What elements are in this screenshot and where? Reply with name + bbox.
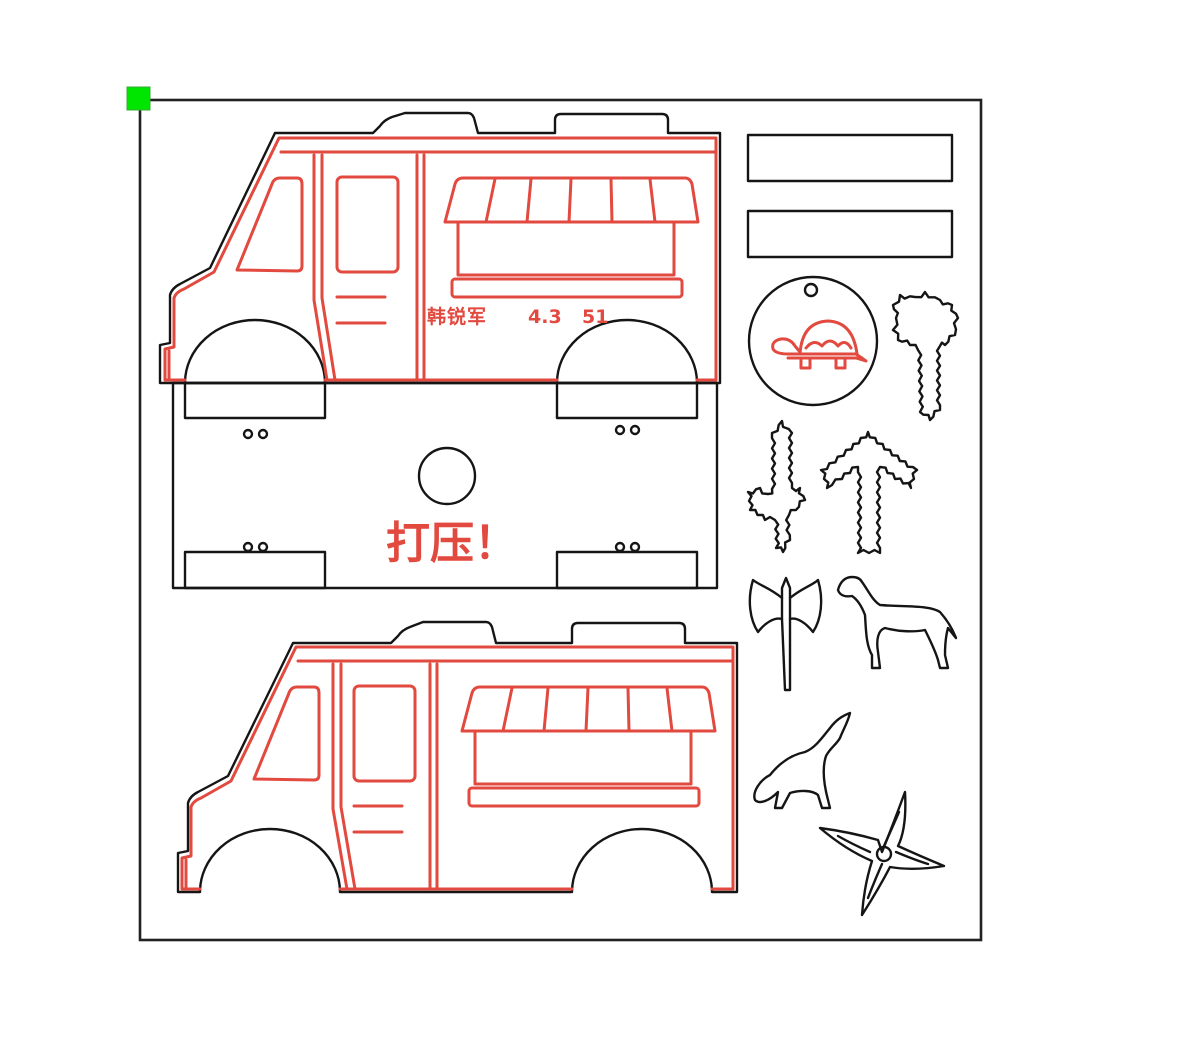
- truck-code-a-label: 4.3: [528, 306, 562, 328]
- door-window: [352, 684, 417, 783]
- door-edge-inner: [320, 153, 337, 382]
- awning-divider-5: [665, 686, 674, 733]
- awning-divider-5: [648, 177, 657, 224]
- awning-divider-1: [501, 686, 514, 733]
- turtle-head: [771, 337, 802, 356]
- name-bar-upper[interactable]: [746, 133, 954, 183]
- shuriken-icon[interactable]: [818, 790, 946, 917]
- axle-hole: [257, 428, 269, 440]
- dog-icon[interactable]: [836, 575, 958, 670]
- turtle-leg-rear: [834, 356, 847, 370]
- axe-blade-left: [748, 578, 784, 634]
- howling-wolf-icon[interactable]: [753, 711, 852, 810]
- shuriken-inner-outline: [836, 810, 930, 900]
- shuriken-outline: [818, 790, 946, 917]
- food-truck-base-plate[interactable]: 打压！: [171, 381, 719, 590]
- wheel-slot-rear-bottom: [555, 550, 699, 590]
- wheel-slot-rear-top: [555, 381, 699, 420]
- serving-window: [473, 729, 693, 786]
- awning-divider-3: [584, 686, 590, 733]
- axle-hole: [614, 541, 626, 553]
- axle-hole: [242, 541, 254, 553]
- turtle-tail: [854, 352, 868, 363]
- door-edge-inner: [339, 662, 357, 891]
- truck-name-label: 韩锐军: [427, 305, 487, 328]
- work-area-frame: [138, 98, 983, 942]
- wheel-arch-rear: [555, 318, 699, 385]
- truck-top-outline: [158, 111, 722, 385]
- wheel-arch-front: [183, 318, 327, 385]
- serving-window: [456, 220, 676, 277]
- battle-axe-icon[interactable]: [748, 576, 823, 692]
- wheel-slot-front-bottom: [183, 550, 327, 590]
- base-plate-outline: [171, 381, 719, 590]
- awning-divider-2: [542, 686, 550, 733]
- awning-divider-4: [626, 686, 631, 733]
- door-edge-outer: [331, 662, 349, 891]
- axe-spike: [780, 576, 792, 600]
- door-edge-outer: [312, 153, 329, 382]
- shuriken-center-hole: [875, 845, 893, 863]
- awning: [460, 685, 717, 733]
- turtle-keychain[interactable]: [747, 275, 879, 407]
- wheel-slot-front-top: [183, 381, 327, 420]
- awning-divider-4: [609, 177, 614, 224]
- center-hole: [417, 446, 477, 506]
- windshield: [252, 685, 321, 782]
- axe-handle: [780, 617, 792, 692]
- name-bar-lower[interactable]: [746, 209, 954, 259]
- pixel-hammer-icon[interactable]: [891, 290, 960, 422]
- body-contour: [163, 136, 718, 382]
- turtle-icon: [771, 319, 868, 370]
- turtle-shell: [798, 319, 859, 356]
- awning-divider-1: [484, 177, 497, 224]
- origin-handle[interactable]: [126, 86, 151, 111]
- turtle-leg-front: [799, 356, 812, 370]
- base-slogan-label: 打压！: [386, 518, 518, 569]
- body-contour: [180, 645, 735, 891]
- keychain-disc: [747, 275, 879, 407]
- axle-hole: [629, 541, 641, 553]
- windshield: [235, 176, 304, 273]
- serving-counter: [467, 786, 701, 808]
- pixel-sword-icon[interactable]: [746, 419, 807, 554]
- food-truck-side-panel-top[interactable]: 韩锐军 4.3 51: [158, 111, 722, 385]
- awning-divider-2: [525, 177, 533, 224]
- turtle-shell-pattern: [804, 339, 853, 350]
- truck-engraving-top: [163, 136, 718, 382]
- axle-hole: [257, 541, 269, 553]
- awning: [443, 176, 700, 224]
- keychain-ring-hole: [803, 282, 819, 298]
- axe-blade-right: [788, 578, 823, 634]
- door-window: [335, 175, 400, 274]
- serving-counter: [450, 277, 684, 299]
- axle-hole: [614, 424, 626, 436]
- pixel-arrow-icon[interactable]: [819, 430, 919, 555]
- truck-code-b-label: 51: [582, 306, 608, 328]
- axle-hole: [242, 428, 254, 440]
- food-truck-side-panel-bottom[interactable]: [176, 620, 739, 894]
- awning-divider-3: [567, 177, 573, 224]
- axle-hole: [629, 424, 641, 436]
- truck-engraving-bottom: [180, 645, 735, 891]
